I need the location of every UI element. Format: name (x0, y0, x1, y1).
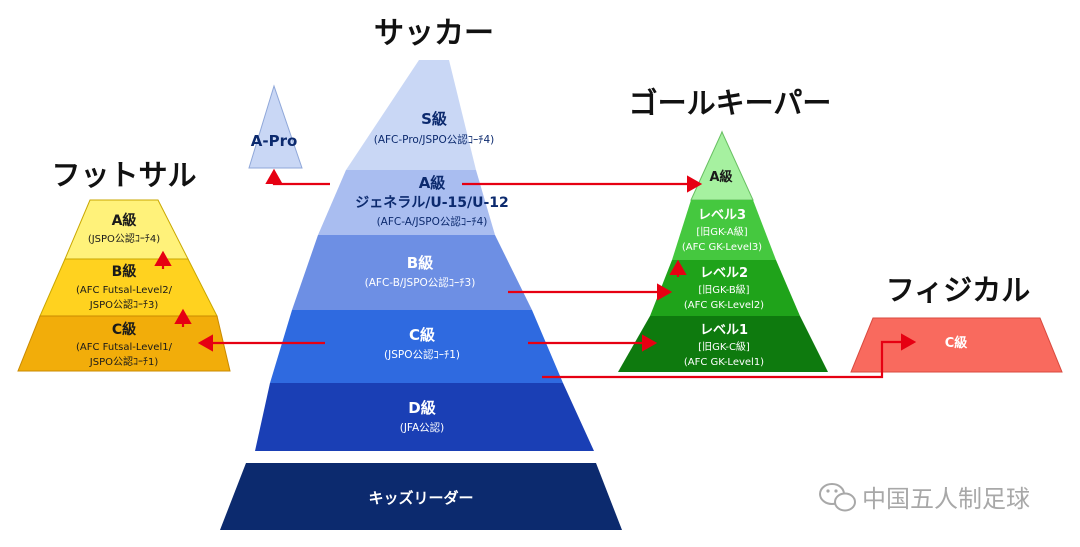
futsal-c-sub2: JSPO公認ｺｰﾁ1) (89, 355, 159, 368)
physical-c-label: C級 (945, 335, 968, 351)
apro-label: A-Pro (251, 132, 298, 150)
gk-tier-a-body (690, 130, 754, 201)
soccer-title: サッカー (374, 16, 494, 51)
futsal-c-label: C級 (112, 321, 136, 338)
watermark: 中国五人制足球 (819, 483, 1030, 513)
soccer-d-sub: (JFA公認) (400, 421, 445, 434)
watermark-text: 中国五人制足球 (862, 485, 1030, 513)
apro-triangle (248, 84, 303, 169)
arrow-soccer-a-to-apro (265, 168, 330, 186)
soccer-s-sub: (AFC-Pro/JSPO公認ｺｰﾁ4) (374, 133, 495, 146)
wechat-icon (819, 483, 856, 512)
soccer-d-label: D級 (408, 399, 435, 417)
futsal-title: フットサル (51, 158, 196, 192)
soccer-kids-label: キッズリーダー (368, 489, 473, 507)
soccer-s-label: S級 (421, 110, 447, 128)
goalkeeper-title: ゴールキーパー (629, 86, 832, 120)
futsal-b-label: B級 (112, 263, 137, 280)
gk-l2-label: レベル2 (700, 266, 748, 281)
soccer-tier-c (270, 310, 563, 383)
soccer-c-label: C級 (409, 326, 435, 344)
gk-l2-sub2: (AFC GK-Level2) (684, 300, 764, 311)
gk-tier-l3 (672, 200, 776, 260)
gk-l3-sub2: (AFC GK-Level3) (682, 242, 762, 253)
arrow-soccer-c-to-physical (542, 333, 917, 379)
soccer-tier-b (292, 235, 532, 310)
gk-l3-label: レベル3 (698, 208, 746, 223)
gk-tier-l1 (618, 316, 828, 372)
soccer-tier-d (255, 383, 594, 451)
futsal-c-sub1: (AFC Futsal-Level1/ (76, 342, 173, 353)
soccer-a-label2: ジェネラル/U-15/U-12 (355, 195, 509, 211)
futsal-tier-c (17, 315, 231, 372)
futsal-a-label: A級 (112, 212, 137, 229)
soccer-tier-s (346, 60, 476, 170)
soccer-b-label: B級 (407, 254, 433, 272)
futsal-a-sub: (JSPO公認ｺｰﾁ4) (88, 232, 160, 245)
gk-l2-sub1: [旧GK-B級] (698, 283, 749, 296)
physical-title: フィジカル (886, 273, 1030, 307)
gk-l1-label: レベル1 (700, 323, 748, 338)
gk-a-label: A級 (709, 169, 732, 185)
soccer-c-sub: (JSPO公認ｺｰﾁ1) (384, 348, 460, 361)
gk-tier-l2 (650, 260, 800, 316)
soccer-tier-a (318, 170, 495, 235)
gk-l3-sub1: [旧GK-A級] (696, 225, 747, 238)
physical-tier-c (850, 317, 1063, 373)
gk-l1-sub2: (AFC GK-Level1) (684, 357, 764, 368)
futsal-b-sub2: JSPO公認ｺｰﾁ3) (89, 298, 159, 311)
soccer-a-sub: (AFC-A/JSPO公認ｺｰﾁ4) (377, 215, 488, 228)
soccer-a-label: A級 (419, 174, 446, 192)
futsal-tier-a (64, 199, 189, 260)
soccer-tier-kids (220, 463, 622, 530)
soccer-b-sub: (AFC-B/JSPO公認ｺｰﾁ3) (365, 276, 476, 289)
gk-l1-sub1: [旧GK-C級] (698, 340, 750, 353)
futsal-b-sub1: (AFC Futsal-Level2/ (76, 285, 173, 296)
